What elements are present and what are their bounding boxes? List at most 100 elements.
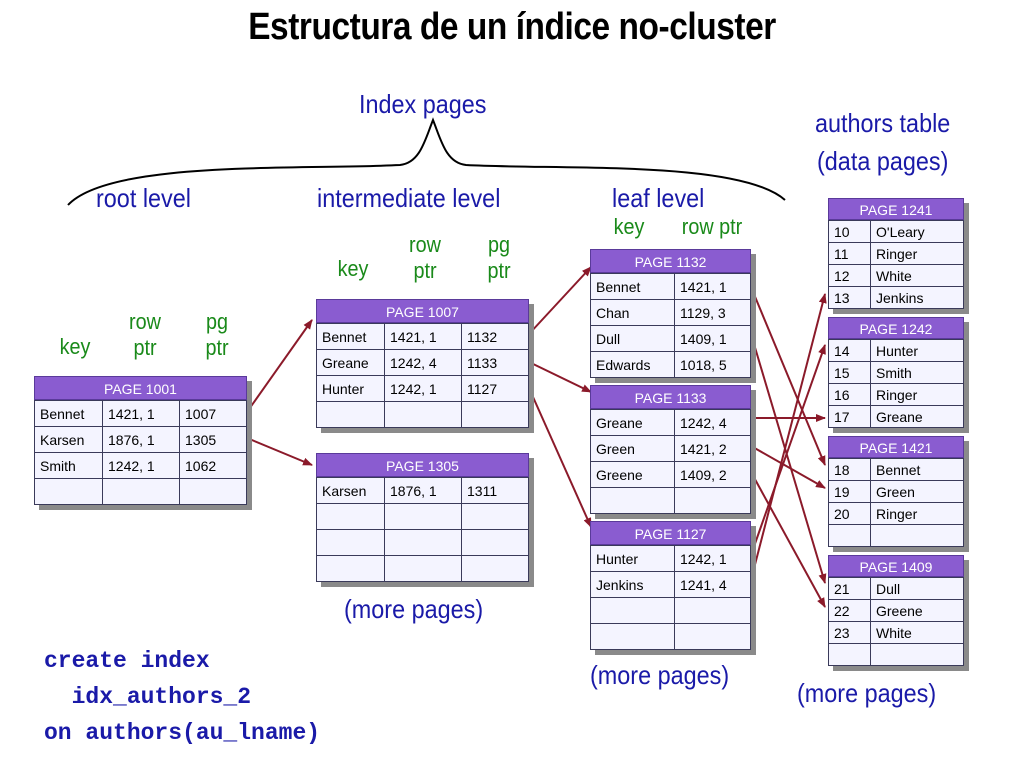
table-cell: Bennet (590, 273, 675, 300)
page-header: PAGE 1241 (828, 198, 964, 220)
table-cell: Greane (590, 409, 675, 436)
table-row (316, 529, 529, 556)
arrow-1133-green (750, 445, 826, 489)
table-cell: White (870, 264, 964, 287)
table-cell: Hunter (870, 339, 964, 362)
table-cell (590, 597, 675, 624)
table-cell (316, 503, 385, 530)
table-row (316, 401, 529, 428)
table-cell: Jenkins (590, 571, 675, 598)
table-cell: Hunter (316, 375, 385, 402)
table-cell (34, 478, 103, 505)
table-cell (590, 487, 675, 514)
column-header-line: pg (487, 232, 511, 257)
table-cell: Greene (870, 599, 964, 622)
index-pages-brace (67, 117, 786, 206)
table-cell (179, 478, 247, 505)
leaf-level-label: leaf level (612, 183, 705, 213)
arrow-1132-dull (750, 333, 827, 584)
table-cell (461, 529, 529, 556)
table-cell: 22 (828, 599, 871, 622)
table-cell (384, 401, 462, 428)
table-cell: Dull (870, 577, 964, 600)
data-pages-label: (data pages) (817, 146, 949, 176)
arrow-1007-to-1127 (528, 387, 592, 528)
table-cell: 1421, 2 (674, 435, 751, 462)
table-cell: 15 (828, 361, 871, 384)
table-cell: Bennet (316, 323, 385, 350)
page-header: PAGE 1007 (316, 299, 529, 323)
slide-title: Estructura de un índice no-cluster (248, 6, 776, 48)
table-cell (674, 597, 751, 624)
arrow-1001-to-1007 (246, 319, 313, 413)
table-cell: 19 (828, 480, 871, 503)
code-line-3: on authors(au_lname) (44, 720, 321, 746)
table-cell: 1242, 1 (384, 375, 462, 402)
leaf-row-ptr-header: row ptr (681, 214, 743, 239)
table-cell (316, 555, 385, 582)
authors-table-label: authors table (815, 108, 951, 138)
table-cell: Bennet (34, 400, 103, 427)
arrow-1007-to-1133 (528, 361, 592, 393)
table-cell: 1241, 4 (674, 571, 751, 598)
table-cell: Chan (590, 299, 675, 326)
leaf-key-header: key (613, 214, 645, 239)
column-header-line: ptr (205, 335, 229, 360)
table-cell (674, 623, 751, 650)
intermediate-level-label: intermediate level (317, 183, 501, 213)
table-cell: 17 (828, 405, 871, 428)
table-cell (461, 503, 529, 530)
table-row (828, 643, 964, 666)
table-cell: 1018, 5 (674, 351, 751, 378)
leaf-more-pages: (more pages) (590, 660, 730, 690)
table-cell (590, 623, 675, 650)
table-cell: 11 (828, 242, 871, 265)
column-header-line: ptr (133, 335, 157, 360)
page-header: PAGE 1127 (590, 521, 751, 545)
table-cell: Ringer (870, 502, 964, 525)
table-cell: 1242, 4 (674, 409, 751, 436)
table-cell: 1421, 1 (102, 400, 180, 427)
column-header-line: pg (205, 309, 229, 334)
table-cell (870, 524, 964, 547)
table-cell: 1127 (461, 375, 529, 402)
table-cell: Jenkins (870, 286, 964, 309)
page-header: PAGE 1133 (590, 385, 751, 409)
int-key-header: key (337, 256, 369, 281)
table-cell: 1409, 1 (674, 325, 751, 352)
table-cell: Greane (316, 349, 385, 376)
table-cell: Hunter (590, 545, 675, 572)
table-cell: 1062 (179, 452, 247, 479)
page-header: PAGE 1409 (828, 555, 964, 577)
table-cell: 18 (828, 458, 871, 481)
column-header-line: row (409, 232, 441, 257)
column-header-line: ptr (413, 258, 437, 283)
page-header: PAGE 1001 (34, 376, 247, 400)
table-cell (828, 643, 871, 666)
index-pages-label: Index pages (359, 89, 487, 119)
table-cell: Smith (870, 361, 964, 384)
